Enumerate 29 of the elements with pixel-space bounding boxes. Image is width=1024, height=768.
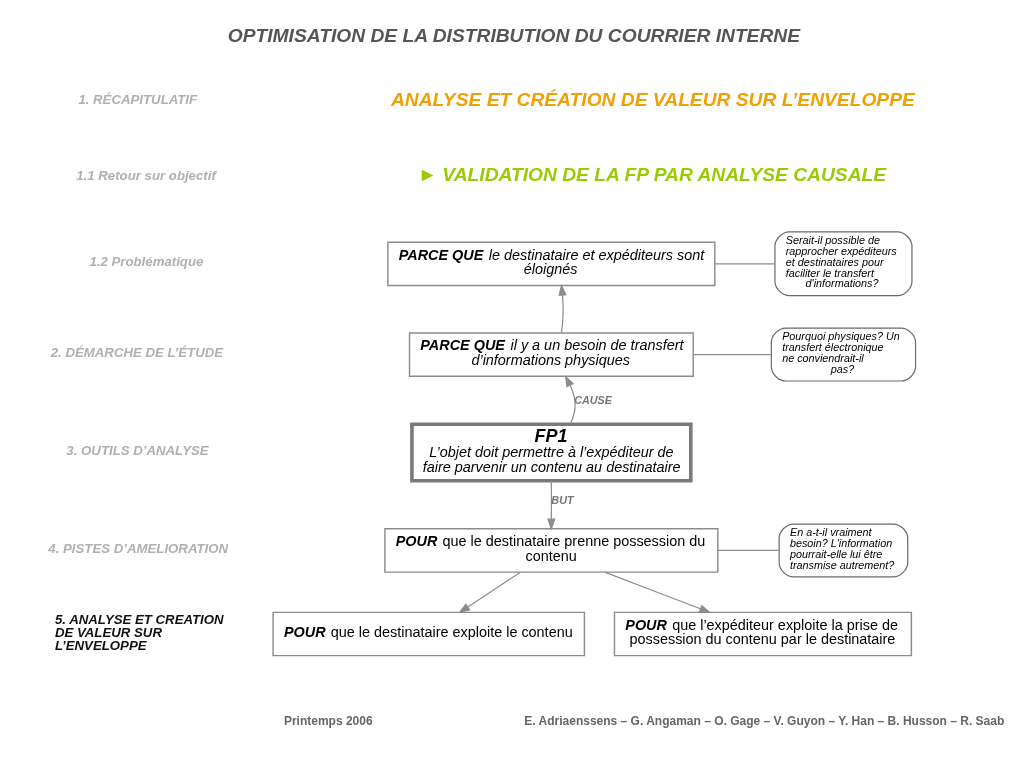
node-box: POUR que le destinataire prenne possession du contenu bbox=[384, 528, 719, 573]
label: ANALYSE ET CRÉATION DE VALEUR SUR L’ENVELOPPE bbox=[390, 88, 915, 110]
label: 1.2 Problématique bbox=[89, 253, 204, 269]
node-box: POUR que l’expéditeur exploite la prise de possession du contenu par le destinataire bbox=[613, 611, 913, 657]
connector bbox=[717, 549, 780, 552]
arrow bbox=[604, 571, 712, 613]
arrow bbox=[547, 480, 556, 531]
label: 4. PISTES D’AMELIORATION bbox=[48, 540, 229, 556]
node-box: Pourquoi physiques? Un transfert électronique ne conviendrait-il pas? bbox=[770, 327, 917, 382]
label: 1. RÉCAPITULATIF bbox=[78, 92, 198, 108]
label: 2. DÉMARCHE DE L’ÉTUDE bbox=[50, 344, 224, 360]
arrow bbox=[564, 374, 576, 425]
node-box: Serait-il possible de rapprocher expéditeurs et destinataires pour faciliter le transfert d'informations? bbox=[774, 231, 913, 297]
node-box: FP1 L’objet doit permettre à l’expéditeur de faire parvenir un contenu au destinataire bbox=[410, 422, 693, 483]
arrow bbox=[558, 283, 567, 334]
label: Printemps 2006 bbox=[283, 714, 373, 729]
arrow bbox=[458, 571, 522, 614]
label: E. Adriaenssens – G. Angaman – O. Gage – V. Guyon – Y. Han – B. Husson – R. Saab bbox=[524, 714, 1005, 729]
label: 1.1 Retour sur objectif bbox=[76, 168, 216, 184]
diagram-title: OPTIMISATION DE LA DISTRIBUTION DU COURRIER INTERNE bbox=[227, 24, 801, 46]
label: ► VALIDATION DE LA FP PAR ANALYSE CAUSALE bbox=[417, 164, 887, 186]
connector bbox=[714, 263, 776, 265]
label: 3. OUTILS D’ANALYSE bbox=[66, 442, 209, 458]
node-box: PARCE QUE il y a un besoin de transfert d’informations physiques bbox=[408, 332, 694, 377]
node-box: POUR que le destinataire exploite le contenu bbox=[272, 611, 586, 657]
node-box: En a-t-il vraiment besoin? L'information pourrait-elle lui être transmise autrement? bbox=[778, 523, 909, 578]
label: 5. ANALYSE ET CREATION DE VALEUR SUR L’ENVELOPPE bbox=[54, 611, 224, 653]
connector bbox=[692, 353, 772, 356]
node-box: PARCE QUE le destinataire et expéditeurs sont éloignés bbox=[387, 241, 716, 287]
